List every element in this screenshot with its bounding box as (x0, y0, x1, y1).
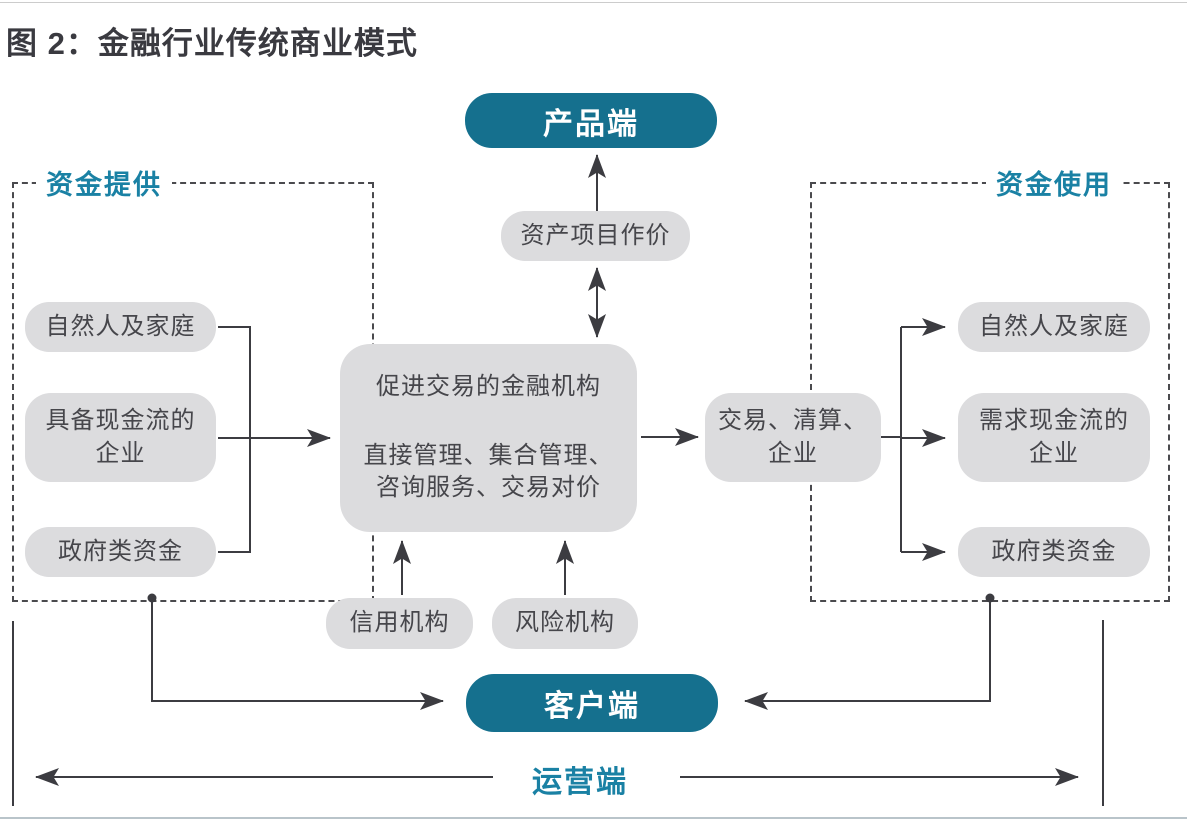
asset-pricing-label: 资产项目作价 (520, 221, 671, 249)
fund-use-item: 政府类资金 (958, 527, 1150, 577)
asset-pricing-box: 资产项目作价 (501, 211, 690, 261)
client-end-pill: 客户端 (466, 674, 718, 732)
fund-use-item-label: 政府类资金 (991, 537, 1117, 565)
central-institution-text: 促进交易的金融机构 直接管理、集合管理、 咨询服务、交易对价 (364, 371, 614, 504)
figure-title: 图 2：金融行业传统商业模式 (6, 26, 418, 61)
product-end-pill: 产品端 (465, 93, 717, 148)
fund-use-item: 需求现金流的企业 (958, 393, 1150, 482)
central-institution-line3: 咨询服务、交易对价 (376, 474, 601, 502)
risk-agency-box: 风险机构 (492, 598, 638, 649)
fund-supply-item-label: 具备现金流的企业 (45, 407, 196, 467)
operation-end-label: 运营端 (524, 757, 636, 801)
fund-supply-item-label: 政府类资金 (58, 537, 183, 565)
fund-use-item-label: 自然人及家庭 (979, 312, 1129, 340)
fund-supply-item: 具备现金流的企业 (25, 393, 216, 482)
arrow-supply-to-client (151, 598, 444, 710)
product-end-label: 产品端 (543, 107, 639, 141)
fund-use-item-label: 需求现金流的企业 (979, 407, 1129, 467)
client-end-label: 客户端 (544, 690, 640, 723)
credit-agency-box: 信用机构 (326, 598, 473, 649)
trade-clearing-box: 交易、清算、企业 (705, 393, 881, 482)
central-institution-line2: 直接管理、集合管理、 (363, 441, 614, 469)
top-rule (0, 2, 1187, 3)
arrow-use-to-client (744, 598, 991, 710)
fund-supply-bracket (218, 326, 251, 553)
fund-supply-item: 自然人及家庭 (25, 302, 216, 352)
fund-supply-label: 资金提供 (36, 163, 172, 202)
central-institution-line1: 促进交易的金融机构 (376, 373, 601, 401)
fund-use-item: 自然人及家庭 (958, 302, 1150, 352)
fund-supply-item-label: 自然人及家庭 (45, 312, 196, 340)
risk-agency-label: 风险机构 (515, 609, 615, 637)
bottom-rule (0, 817, 1187, 819)
credit-agency-label: 信用机构 (349, 609, 450, 637)
trade-clearing-label: 交易、清算、企业 (718, 407, 868, 467)
central-institution-box: 促进交易的金融机构 直接管理、集合管理、 咨询服务、交易对价 (340, 344, 637, 532)
fund-use-label: 资金使用 (986, 163, 1122, 202)
fund-supply-item: 政府类资金 (25, 527, 216, 577)
